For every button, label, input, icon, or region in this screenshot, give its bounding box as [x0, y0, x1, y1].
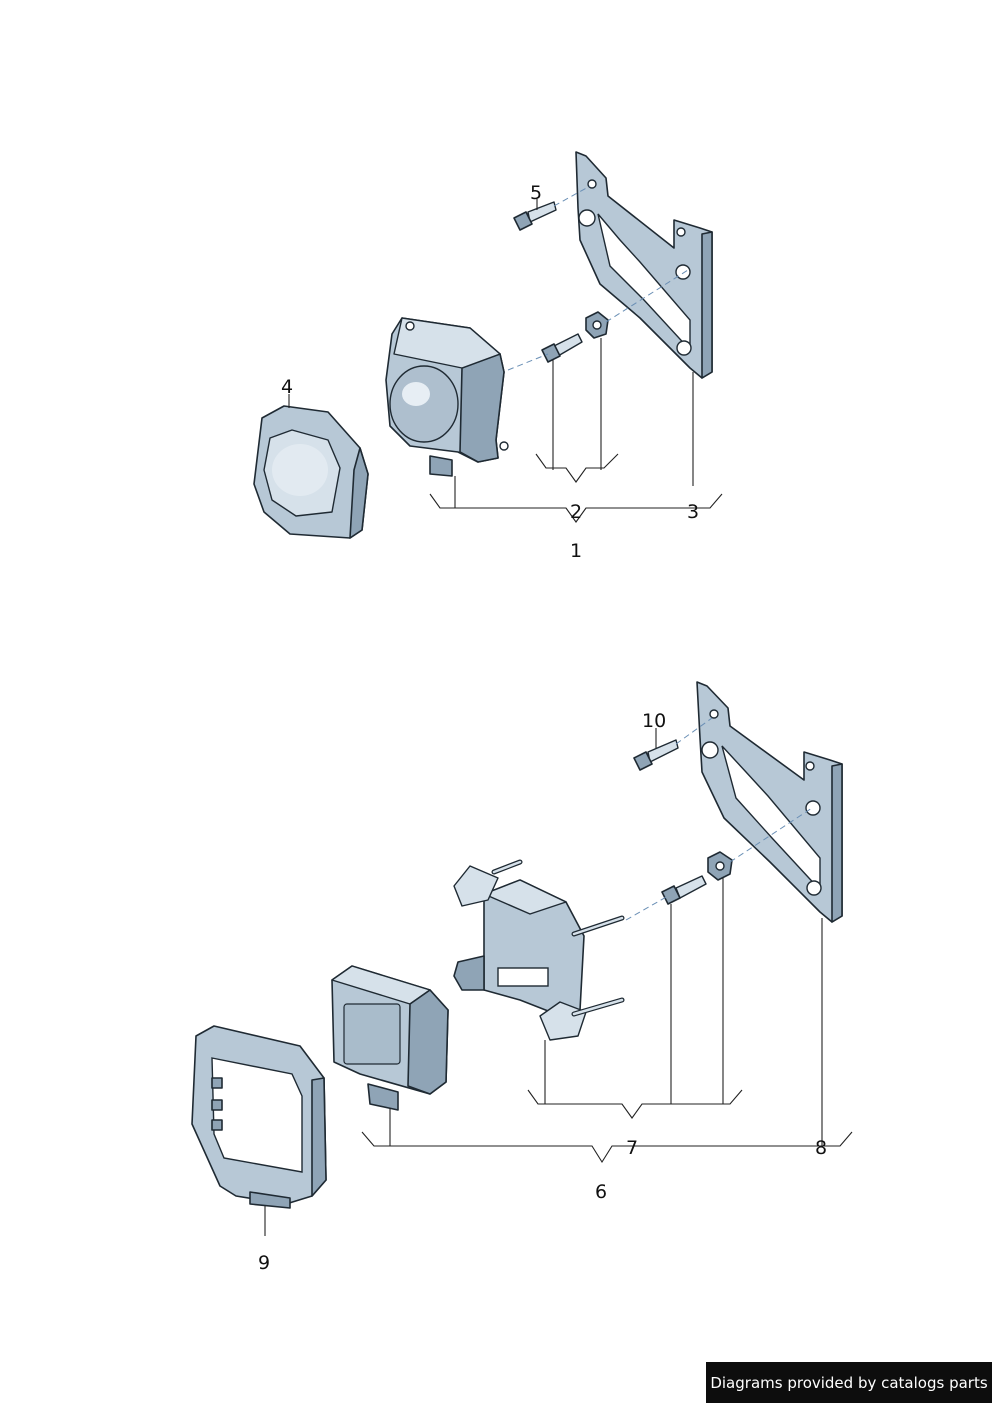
callout-7: 7 [626, 1137, 638, 1159]
callout-2: 2 [570, 501, 582, 523]
adjuster-carrier-lower [453, 859, 625, 1041]
nut-upper-2 [585, 311, 609, 339]
footer-attribution-text: Diagrams provided by catalogs parts [710, 1373, 988, 1392]
radar-sensor-upper [385, 317, 509, 477]
bolt-lower-7 [661, 875, 707, 905]
sensor-cover-lower [191, 1025, 327, 1209]
leader-lines-lower [264, 728, 853, 1236]
callout-6: 6 [595, 1181, 607, 1203]
bolt-lower-10 [633, 739, 679, 771]
radar-sensor-lower [331, 965, 449, 1111]
callout-9: 9 [258, 1252, 270, 1274]
callout-10: 10 [642, 710, 666, 732]
callout-3: 3 [687, 501, 699, 523]
bolt-upper-5 [513, 201, 557, 231]
nut-lower-7 [707, 851, 733, 881]
mounting-bracket-upper [575, 151, 713, 379]
callout-1: 1 [570, 540, 582, 562]
bolt-upper-2 [541, 333, 583, 363]
callout-8: 8 [815, 1137, 827, 1159]
leader-lines-upper [288, 199, 723, 523]
footer-attribution-banner: Diagrams provided by catalogs parts [706, 1362, 992, 1403]
sensor-cover-upper [253, 405, 369, 539]
mounting-bracket-lower [696, 681, 843, 923]
callout-5: 5 [530, 182, 542, 204]
callout-4: 4 [281, 376, 293, 398]
